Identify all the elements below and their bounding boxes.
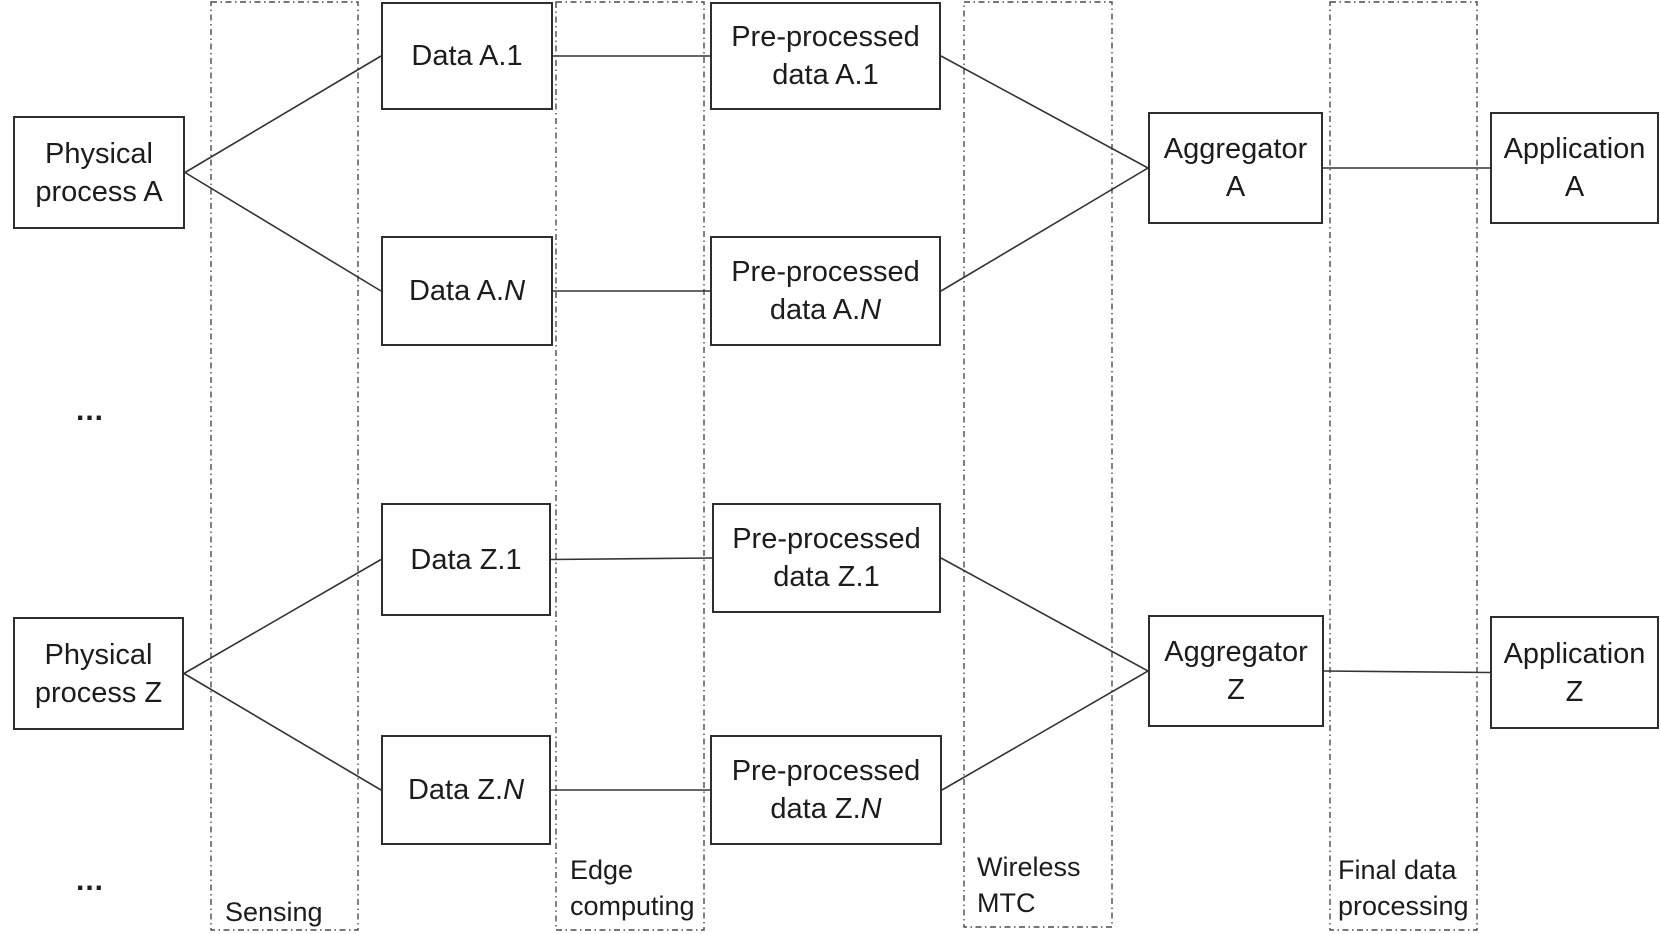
region-edge-computing: [555, 1, 705, 931]
box-data-zn: Data Z.N: [381, 735, 551, 845]
box-label: Pre-processed: [731, 256, 920, 288]
connector-pre-processed-z1-to-aggregator-z: [940, 557, 1149, 672]
box-label: Pre-processed: [731, 21, 920, 53]
box-aggregator-z: Aggregator Z: [1148, 615, 1324, 727]
box-label: Data A.1: [411, 40, 523, 72]
box-pre-processed-a1: Pre-processed data A.1: [710, 2, 941, 110]
box-label: Application: [1503, 133, 1646, 165]
ellipsis-processes-top: ...: [76, 394, 105, 427]
connector-pre-processed-a1-to-aggregator-a: [940, 55, 1149, 169]
box-label: data Z.1: [773, 561, 880, 593]
box-label: Application: [1503, 637, 1646, 670]
connector-physical-process-z-to-data-z1: [183, 558, 382, 675]
box-label: Pre-processed: [732, 523, 921, 555]
box-label: Physical: [44, 638, 153, 671]
region-label-final-data-processing: Final data processing: [1338, 855, 1469, 921]
ellipsis-processes-bottom: ...: [76, 864, 105, 897]
region-final-data-processing: [1329, 1, 1478, 931]
region-label-wireless-mtc: Wireless MTC: [977, 852, 1081, 918]
box-label: Z: [1227, 674, 1245, 706]
box-data-a1: Data A.1: [381, 2, 553, 110]
box-label: A: [1225, 171, 1246, 203]
region-wireless-mtc: [963, 1, 1113, 928]
region-sensing: [210, 1, 359, 931]
region-label-edge-computing: Edge computing: [570, 855, 695, 921]
box-application-z: Application Z: [1490, 616, 1659, 729]
box-label: Physical: [45, 137, 153, 170]
box-label: Z: [1565, 675, 1584, 708]
box-pre-processed-an: Pre-processed data A.N: [710, 236, 941, 346]
box-label: Data A.: [408, 275, 505, 307]
connector-physical-process-a-to-data-an: [184, 171, 382, 292]
connector-data-z1-to-pre-processed-z1: [550, 557, 713, 561]
box-label: Pre-processed: [731, 755, 921, 787]
box-label: Data Z.: [407, 774, 504, 806]
box-physical-process-z: Physical process Z: [13, 617, 184, 730]
region-label-sensing: Sensing: [225, 897, 323, 927]
connector-pre-processed-zn-to-aggregator-z: [941, 670, 1149, 791]
box-aggregator-a: Aggregator A: [1148, 112, 1323, 224]
connector-physical-process-z-to-data-zn: [183, 672, 382, 791]
box-label: process A: [35, 175, 163, 208]
connector-pre-processed-an-to-aggregator-a: [940, 167, 1149, 292]
box-label: Aggregator: [1164, 636, 1308, 668]
box-data-an: Data A.N: [381, 236, 553, 346]
box-label: Aggregator: [1163, 133, 1308, 165]
box-data-z1: Data Z.1: [381, 503, 551, 616]
box-label: process Z: [34, 676, 163, 709]
box-label: A: [1564, 171, 1585, 203]
connector-physical-process-a-to-data-a1: [184, 55, 382, 174]
box-label: Data Z.1: [410, 543, 522, 576]
box-application-a: Application A: [1490, 112, 1659, 224]
box-label: data A.1: [772, 59, 879, 91]
box-label: data Z.: [770, 793, 861, 825]
connector-aggregator-z-to-application-z: [1323, 670, 1491, 674]
box-physical-process-a: Physical process A: [13, 116, 185, 229]
box-pre-processed-zn: Pre-processed data Z.N: [710, 735, 942, 845]
box-label: data A.: [769, 294, 861, 326]
box-pre-processed-z1: Pre-processed data Z.1: [712, 503, 941, 613]
